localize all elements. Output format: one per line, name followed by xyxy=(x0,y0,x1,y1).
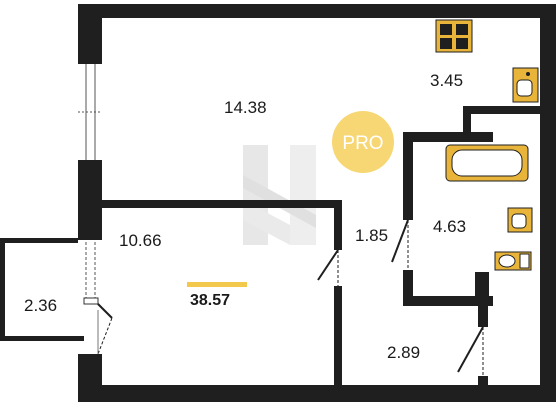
pro-badge-text: PRO xyxy=(342,133,383,154)
window-left xyxy=(78,64,102,160)
window-balcony xyxy=(83,242,99,305)
stove-icon xyxy=(435,19,473,53)
door-entrance xyxy=(457,326,484,376)
room-area-corridor: 1.85 xyxy=(355,226,388,245)
door-balcony xyxy=(97,303,113,355)
walls xyxy=(0,4,556,402)
total-area: 38.57 xyxy=(190,292,230,309)
room-area-kitchen: 3.45 xyxy=(430,71,463,90)
pro-badge: PRO xyxy=(332,111,394,173)
door-bathroom xyxy=(391,219,409,270)
room-area-living: 14.38 xyxy=(224,98,267,117)
logo-watermark xyxy=(243,145,316,245)
washbasin-icon xyxy=(507,207,533,233)
total-area-bar xyxy=(187,282,247,287)
room-area-bedroom: 10.66 xyxy=(119,231,162,250)
bathtub-icon xyxy=(445,144,529,182)
toilet-icon xyxy=(494,251,532,271)
sink-icon xyxy=(512,67,539,103)
door-bedroom xyxy=(317,249,339,286)
room-area-balcony: 2.36 xyxy=(24,296,57,315)
room-area-bathroom: 4.63 xyxy=(433,217,466,236)
room-area-hall: 2.89 xyxy=(387,343,420,362)
